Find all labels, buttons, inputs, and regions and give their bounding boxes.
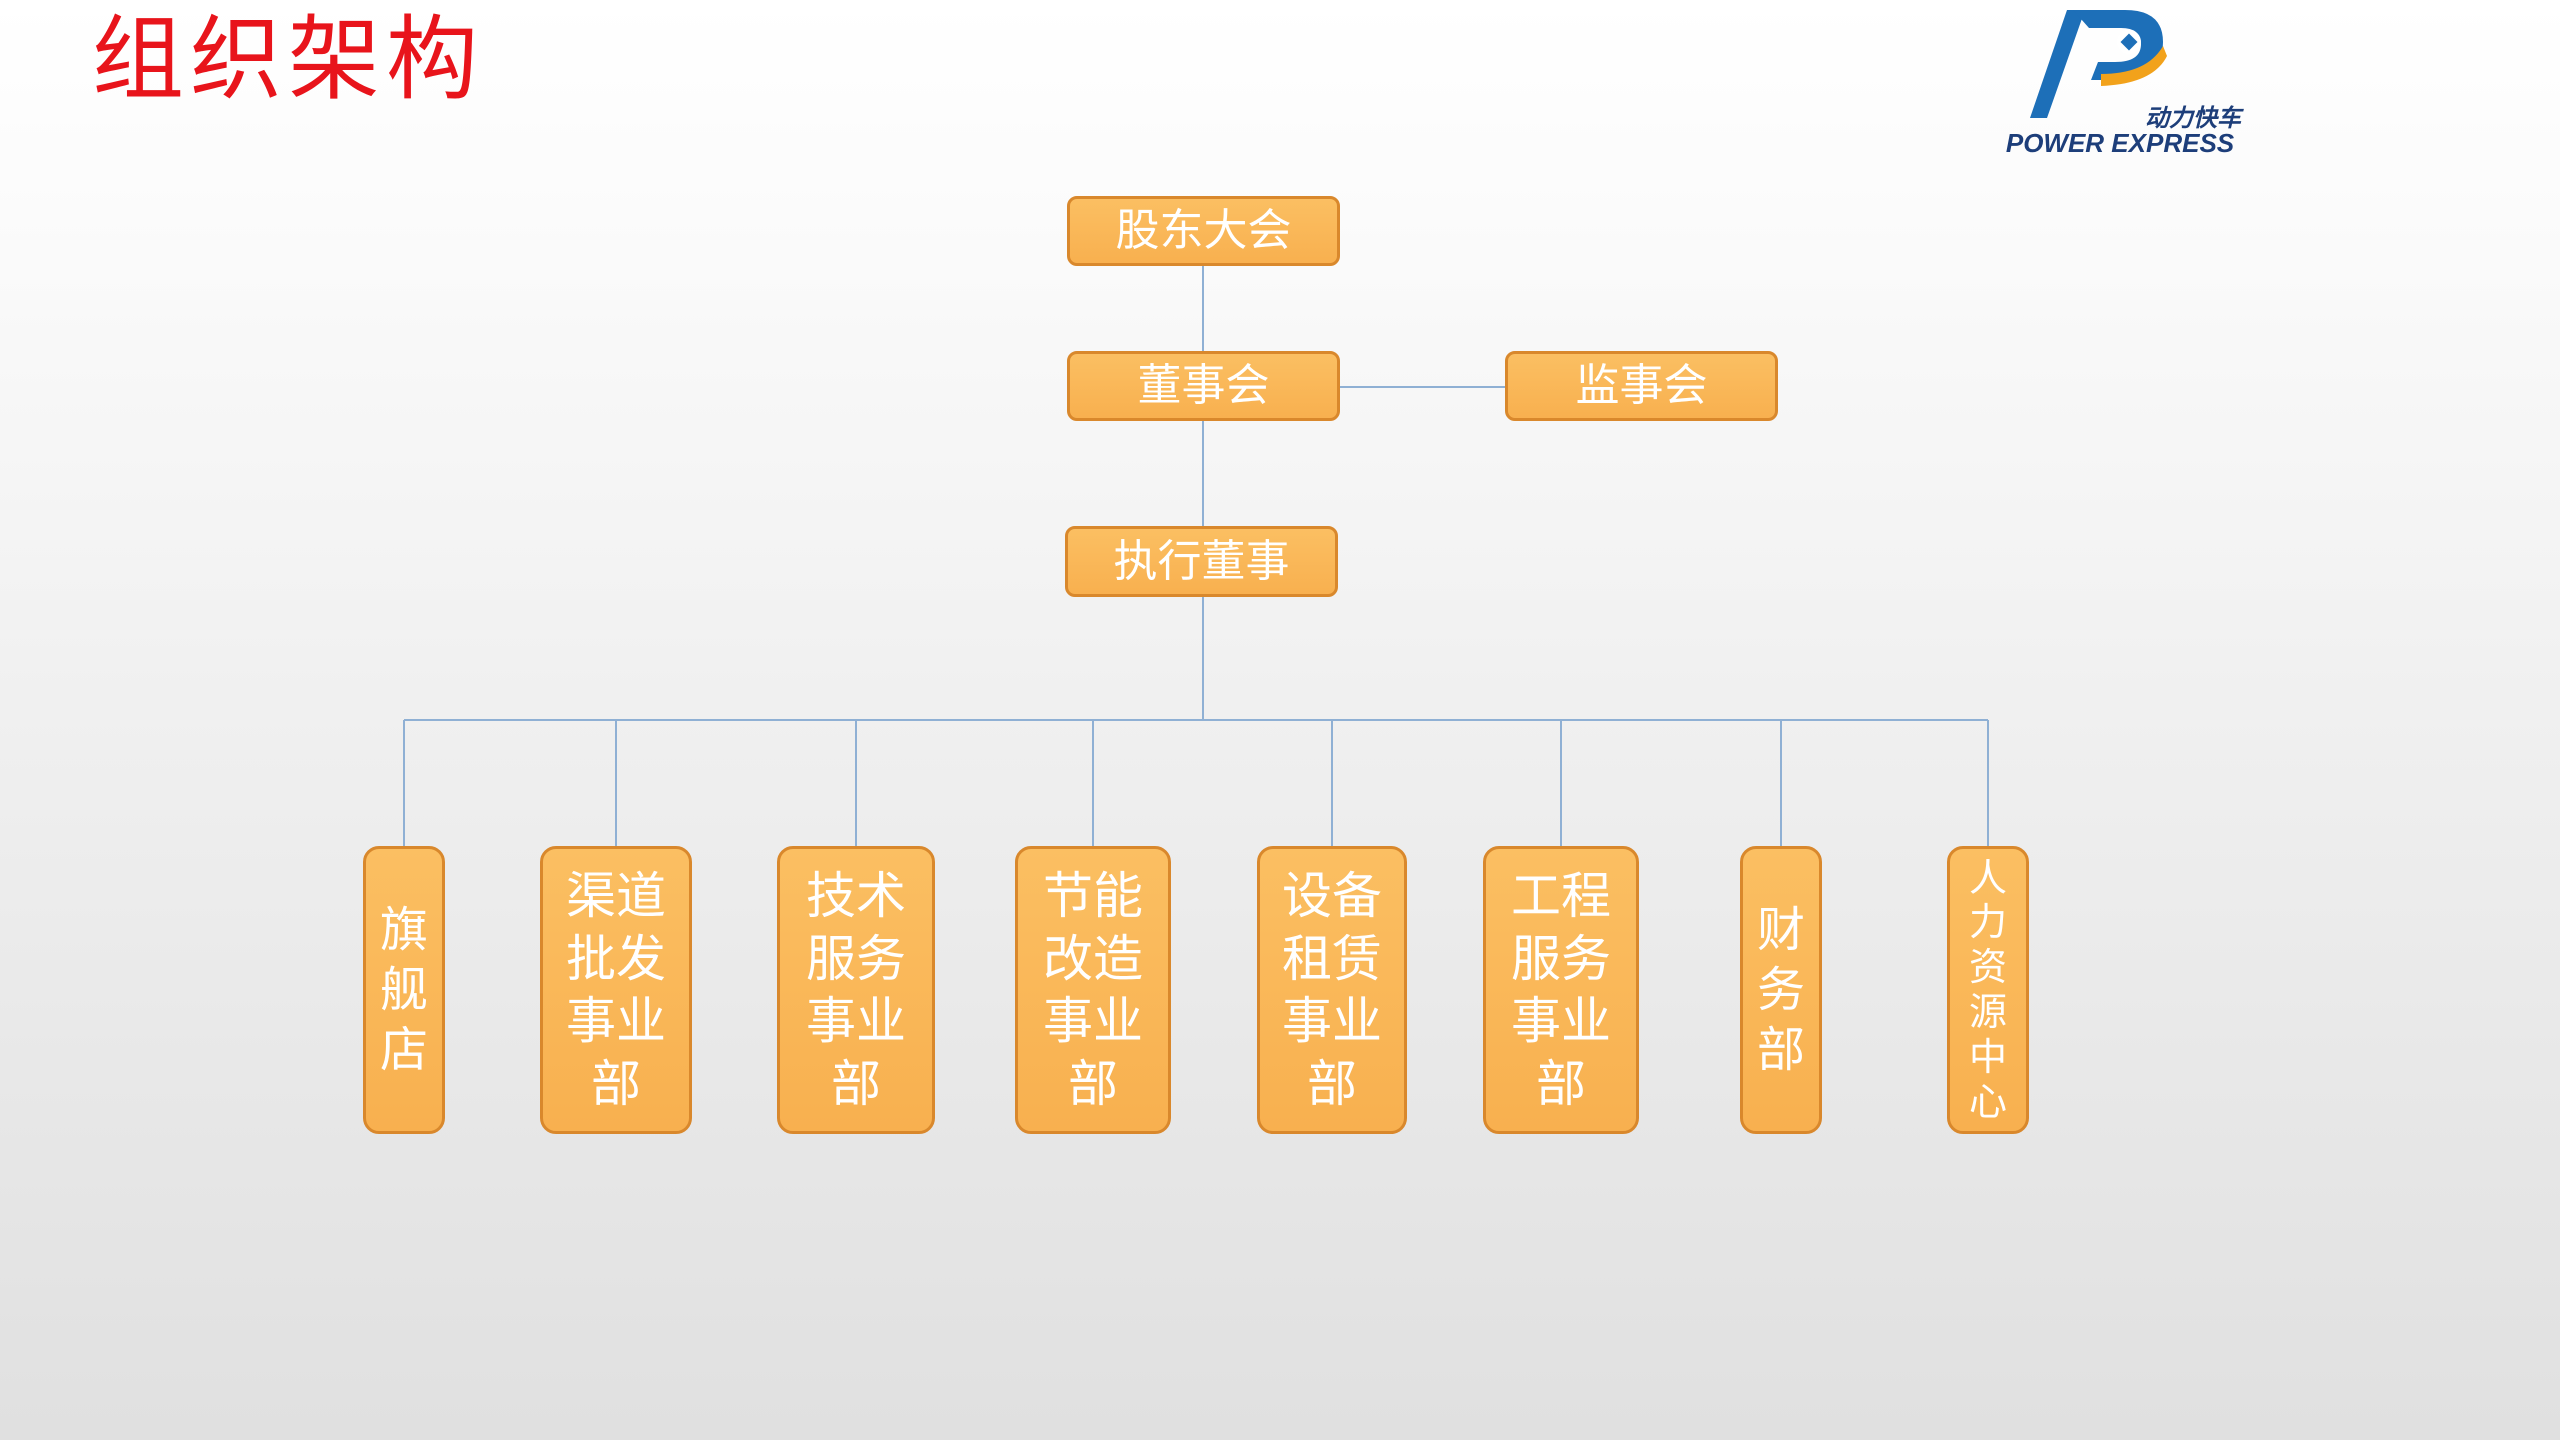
department-box-energy-retrofit: 节能改造事业部: [1015, 846, 1171, 1134]
board-of-supervisors-label: 监事会: [1575, 360, 1708, 411]
department-label: 技术服务事业部: [806, 867, 906, 1113]
department-label: 工程服务事业部: [1511, 867, 1611, 1113]
department-label: 旗舰店: [379, 902, 428, 1078]
board-of-supervisors-box: 监事会: [1505, 351, 1778, 421]
logo-mark-icon: 动力快车 POWER EXPRESS: [2006, 10, 2244, 158]
page-title: 组织架构: [92, 6, 485, 113]
department-box-human-resources: 人力资源中心: [1947, 846, 2029, 1134]
department-label: 财务部: [1756, 902, 1805, 1078]
executive-director-label: 执行董事: [1113, 535, 1290, 587]
board-of-directors-label: 董事会: [1137, 360, 1270, 411]
shareholders-meeting-label: 股东大会: [1115, 205, 1292, 256]
department-label: 节能改造事业部: [1043, 867, 1143, 1113]
department-box-flagship-store: 旗舰店: [363, 846, 445, 1134]
executive-director-box: 执行董事: [1065, 526, 1338, 597]
department-box-equipment-leasing: 设备租赁事业部: [1257, 846, 1407, 1134]
department-label: 渠道批发事业部: [566, 867, 666, 1113]
department-box-technical-service: 技术服务事业部: [777, 846, 935, 1134]
department-box-engineering-service: 工程服务事业部: [1483, 846, 1639, 1134]
department-box-channel-wholesale: 渠道批发事业部: [540, 846, 692, 1134]
department-label: 设备租赁事业部: [1282, 867, 1382, 1113]
department-label: 人力资源中心: [1968, 855, 2007, 1124]
shareholders-meeting-box: 股东大会: [1067, 196, 1340, 266]
board-of-directors-box: 董事会: [1067, 351, 1340, 421]
department-box-finance: 财务部: [1740, 846, 1822, 1134]
power-express-logo: 动力快车 POWER EXPRESS: [1985, 0, 2255, 160]
svg-text:POWER EXPRESS: POWER EXPRESS: [2006, 128, 2235, 158]
svg-text:动力快车: 动力快车: [2145, 105, 2244, 132]
